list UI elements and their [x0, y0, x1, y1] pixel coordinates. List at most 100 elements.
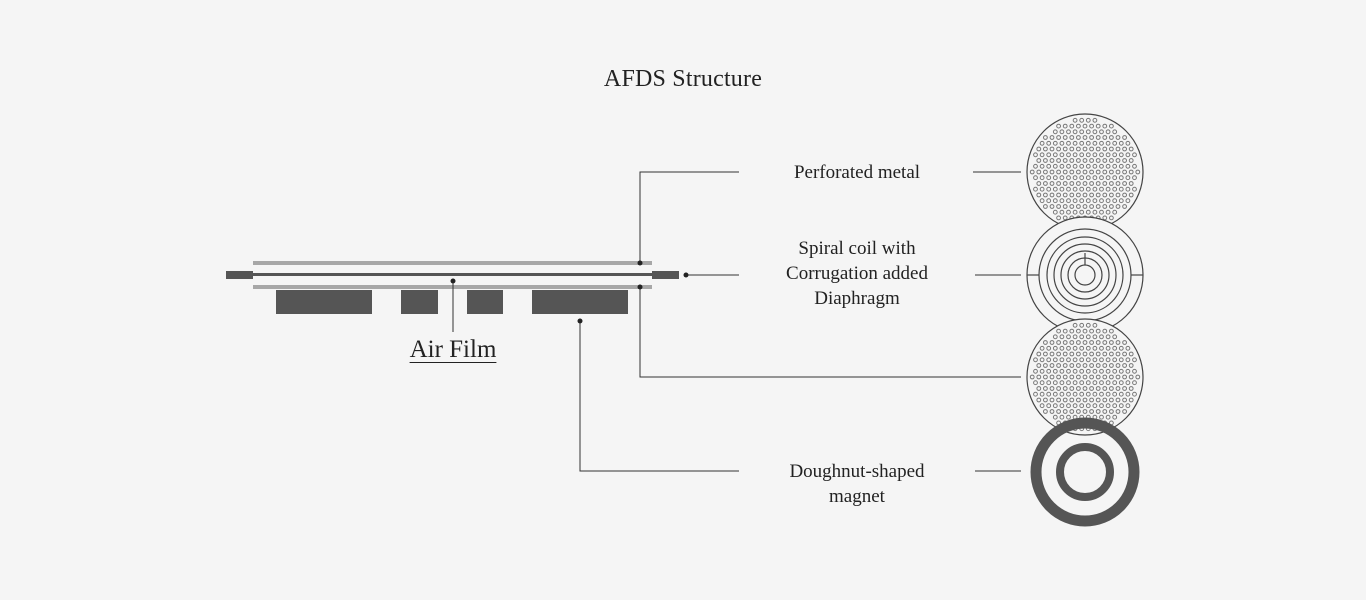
hole: [1099, 403, 1104, 409]
hole: [1076, 328, 1081, 334]
hole: [1069, 204, 1075, 209]
hole: [1105, 403, 1111, 409]
hole: [1095, 351, 1101, 357]
top-perforated-plate: [253, 261, 652, 265]
hole: [1112, 391, 1118, 397]
hole: [1099, 129, 1104, 135]
hole: [1102, 409, 1108, 414]
hole: [1079, 345, 1085, 351]
hole: [1066, 391, 1071, 397]
hole: [1066, 357, 1071, 363]
hole: [1092, 391, 1098, 397]
hole: [1115, 374, 1121, 380]
hole: [1132, 357, 1137, 363]
hole: [1049, 135, 1055, 140]
hole: [1049, 146, 1055, 152]
hole: [1076, 409, 1081, 414]
hole: [1043, 135, 1048, 140]
hole: [1102, 374, 1108, 380]
hole: [1085, 163, 1091, 169]
hole: [1046, 368, 1052, 374]
hole: [1033, 357, 1038, 363]
hole: [1099, 152, 1104, 158]
hole: [1039, 391, 1045, 397]
hole: [1036, 363, 1042, 368]
hole: [1043, 158, 1048, 163]
hole: [1046, 357, 1052, 363]
hole: [1079, 334, 1085, 340]
hole: [1062, 363, 1068, 368]
hole: [1112, 403, 1118, 409]
hole: [1033, 368, 1038, 374]
hole: [1039, 380, 1045, 386]
hole: [1132, 380, 1137, 386]
hole: [1039, 403, 1045, 409]
leader-magnet: [579, 321, 739, 472]
hole: [1056, 328, 1061, 334]
hole: [1072, 117, 1078, 123]
hole: [1099, 186, 1104, 192]
hole: [1118, 368, 1124, 374]
leader-dot: [577, 318, 583, 324]
hole: [1062, 135, 1068, 140]
hole: [1076, 386, 1081, 391]
hole: [1085, 175, 1091, 181]
hole: [1082, 397, 1088, 403]
hole: [1043, 386, 1048, 391]
perforation-holes: [1029, 322, 1141, 432]
hole: [1056, 204, 1061, 209]
hole: [1069, 169, 1075, 175]
hole: [1059, 345, 1065, 351]
hole: [1089, 386, 1094, 391]
hole: [1069, 181, 1075, 186]
hole: [1125, 357, 1131, 363]
hole: [1112, 209, 1118, 215]
hole: [1043, 169, 1048, 175]
hole: [1105, 368, 1111, 374]
hole: [1085, 186, 1091, 192]
hole: [1105, 380, 1111, 386]
hole: [1076, 192, 1081, 198]
hole: [1122, 409, 1127, 414]
hole: [1072, 140, 1078, 146]
cross-section: [226, 261, 679, 314]
hole: [1092, 129, 1098, 135]
hole: [1118, 403, 1124, 409]
hole: [1102, 192, 1108, 198]
hole: [1066, 345, 1071, 351]
hole: [1109, 340, 1114, 345]
hole: [1052, 140, 1058, 146]
hole: [1072, 357, 1078, 363]
hole: [1056, 409, 1061, 414]
hole: [1069, 351, 1075, 357]
hole: [1085, 368, 1091, 374]
hole: [1092, 140, 1098, 146]
hole: [1089, 204, 1094, 209]
hole: [1115, 397, 1121, 403]
hole: [1109, 374, 1114, 380]
hole: [1118, 391, 1124, 397]
hole: [1052, 334, 1058, 340]
hole: [1052, 414, 1058, 420]
hole: [1076, 204, 1081, 209]
hole: [1085, 403, 1091, 409]
hole: [1092, 345, 1098, 351]
hole: [1056, 123, 1061, 129]
hole: [1036, 374, 1042, 380]
hole: [1085, 380, 1091, 386]
hole: [1033, 175, 1038, 181]
hole: [1043, 409, 1048, 414]
hole: [1105, 140, 1111, 146]
hole: [1059, 175, 1065, 181]
hole: [1099, 345, 1104, 351]
hole: [1115, 386, 1121, 391]
hole: [1109, 328, 1114, 334]
hole: [1109, 158, 1114, 163]
hole: [1043, 181, 1048, 186]
hole: [1079, 357, 1085, 363]
hole: [1105, 163, 1111, 169]
hole: [1066, 198, 1071, 204]
hole: [1072, 403, 1078, 409]
hole: [1049, 363, 1055, 368]
hole: [1112, 357, 1118, 363]
